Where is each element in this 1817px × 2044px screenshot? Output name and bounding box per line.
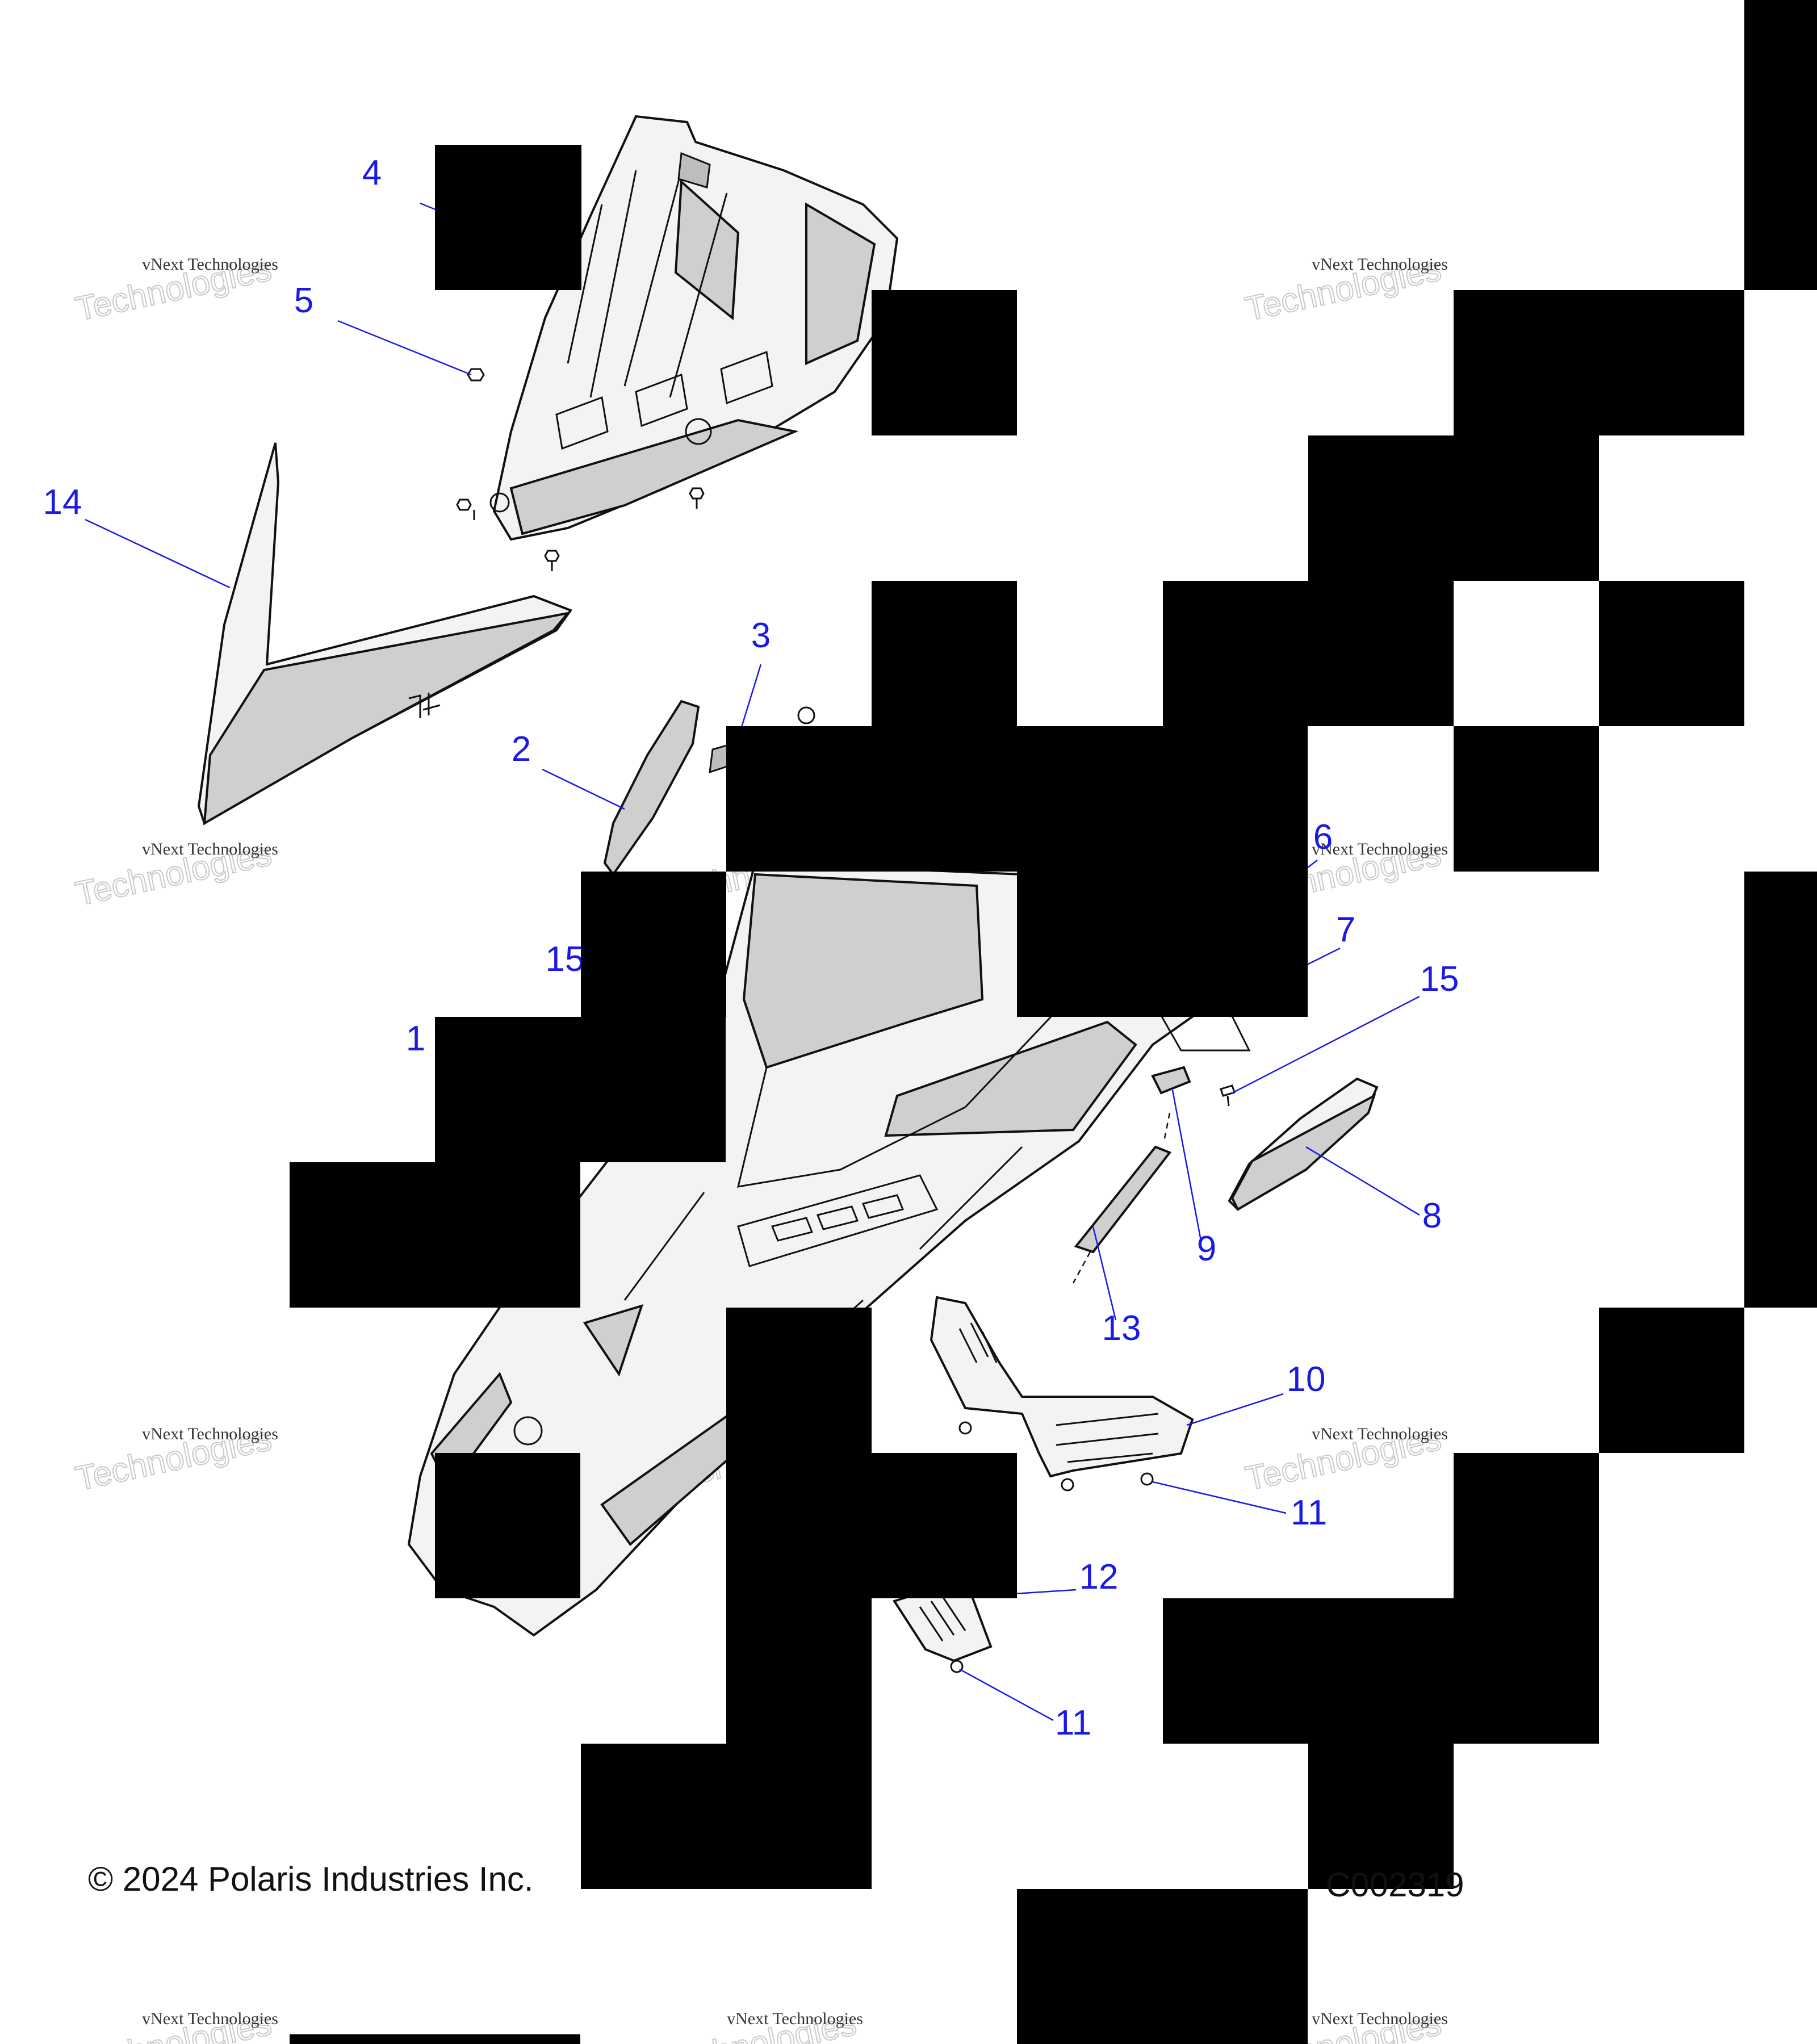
watermark-text: vNext Technologies xyxy=(1312,2009,1448,2028)
callout-label: 14 xyxy=(43,483,82,522)
callout-label: 1 xyxy=(406,1019,425,1058)
callout-label: 15 xyxy=(546,940,585,979)
redaction-blocks xyxy=(290,0,1817,2044)
watermark-text: vNext Technologies xyxy=(142,255,278,274)
drawing-number: C002319 xyxy=(1326,1866,1464,1904)
watermark-text: vNext Technologies xyxy=(727,2009,863,2028)
callout-leader-line xyxy=(1232,995,1420,1094)
callout-leader-line xyxy=(1152,1481,1287,1514)
part-12-decal xyxy=(892,1577,993,1662)
callout-label: 10 xyxy=(1287,1360,1326,1399)
callout-label: 13 xyxy=(1102,1309,1141,1348)
callout-leader-line xyxy=(959,1668,1054,1722)
part-5-screws xyxy=(456,368,705,571)
watermark-text: vNext Technologies xyxy=(1312,1425,1448,1443)
callout-label: 9 xyxy=(1197,1229,1216,1268)
watermark-text: vNext Technologies xyxy=(1312,255,1448,274)
watermark-text: vNext Technologies xyxy=(1312,840,1448,858)
callout-leader-line xyxy=(737,664,762,739)
callout-leader-line xyxy=(1186,1393,1284,1426)
part-9-insert xyxy=(1151,1066,1191,1095)
watermark-text: vNext Technologies xyxy=(142,840,278,858)
callout-leader-line xyxy=(1305,1146,1420,1216)
part-8-side-trim xyxy=(1228,1077,1379,1211)
part-13-reflector-strip xyxy=(1072,1112,1172,1284)
part-15-fastener-right xyxy=(1220,1084,1236,1107)
callout-leader-line xyxy=(85,518,231,589)
part-10-decal xyxy=(930,1296,1194,1478)
watermark-text: vNext Technologies xyxy=(142,1425,278,1443)
callout-label: 2 xyxy=(512,730,531,769)
copyright-text: © 2024 Polaris Industries Inc. xyxy=(88,1860,534,1898)
part-2-trim xyxy=(603,700,700,877)
watermark-text: vNext Technologies xyxy=(142,2009,278,2028)
callout-label: 4 xyxy=(362,153,382,192)
callout-leader-line xyxy=(1305,947,1341,966)
callout-label: 15 xyxy=(1420,960,1459,999)
callout-label: 8 xyxy=(1422,1196,1442,1235)
callout-label: 12 xyxy=(1079,1557,1119,1597)
callout-label: 11 xyxy=(1291,1493,1327,1532)
part-4-windshield-hood xyxy=(489,115,899,541)
callout-label: 7 xyxy=(1336,910,1355,949)
callout-label: 3 xyxy=(751,616,771,655)
callout-leader-line xyxy=(542,768,625,810)
callout-label: 5 xyxy=(294,281,313,320)
callout-leader-line xyxy=(1092,1226,1117,1321)
callout-label: 6 xyxy=(1313,818,1333,857)
callout-label: 11 xyxy=(1055,1703,1091,1743)
part-14-side-panel xyxy=(197,442,573,826)
callout-layer: 4 5 14 3 2 6 7 15 15 1 8 9 13 10 11 12 11 xyxy=(43,153,1459,1743)
callout-leader-line xyxy=(337,320,472,376)
callout-leader-line xyxy=(1171,1090,1202,1241)
